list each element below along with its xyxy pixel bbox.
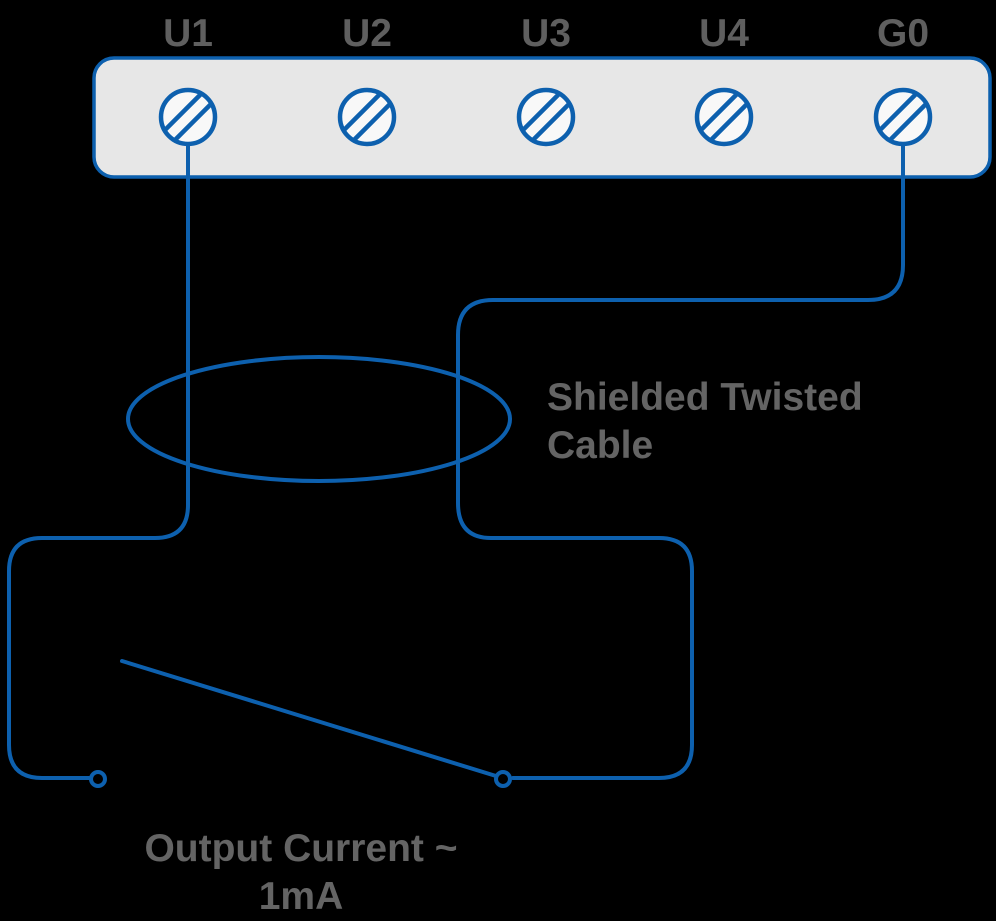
terminal-label-g0: G0	[877, 12, 929, 55]
screw-slot-line	[708, 101, 750, 143]
cable-label-line2: Cable	[547, 424, 653, 467]
screw-slot-line	[887, 101, 929, 143]
switch-contact-right	[494, 770, 512, 788]
switch-contact-left	[89, 770, 107, 788]
screw-slot-line	[520, 91, 562, 133]
terminal-label-u1: U1	[163, 12, 213, 55]
terminal-g0	[873, 87, 933, 147]
wire-g0-to-switch	[456, 142, 905, 780]
terminal-u4	[694, 87, 754, 147]
terminal-u1	[158, 87, 218, 147]
screw-slot-line	[698, 91, 740, 133]
cable-label-line1: Shielded Twisted	[547, 376, 863, 419]
screw-terminal-icon	[158, 87, 218, 147]
screw-slot-line	[341, 91, 383, 133]
screw-slot-line	[172, 101, 214, 143]
screw-terminal-icon	[694, 87, 754, 147]
cable-shield-loop	[126, 355, 512, 483]
screw-slot-line	[530, 101, 572, 143]
terminal-u2	[337, 87, 397, 147]
screw-slot-line	[877, 91, 919, 133]
screw-terminal-icon	[516, 87, 576, 147]
screw-terminal-icon	[337, 87, 397, 147]
terminal-label-u2: U2	[342, 12, 392, 55]
screw-slot-line	[162, 91, 204, 133]
switch-blade	[120, 659, 498, 778]
output-current-label-line1: Output Current ~	[144, 827, 457, 870]
wire-u1-to-switch	[7, 142, 190, 780]
screw-terminal-icon	[873, 87, 933, 147]
terminal-label-u3: U3	[521, 12, 571, 55]
terminal-label-u4: U4	[699, 12, 749, 55]
terminal-u3	[516, 87, 576, 147]
output-current-label-line2: 1mA	[259, 875, 344, 918]
screw-slot-line	[351, 101, 393, 143]
